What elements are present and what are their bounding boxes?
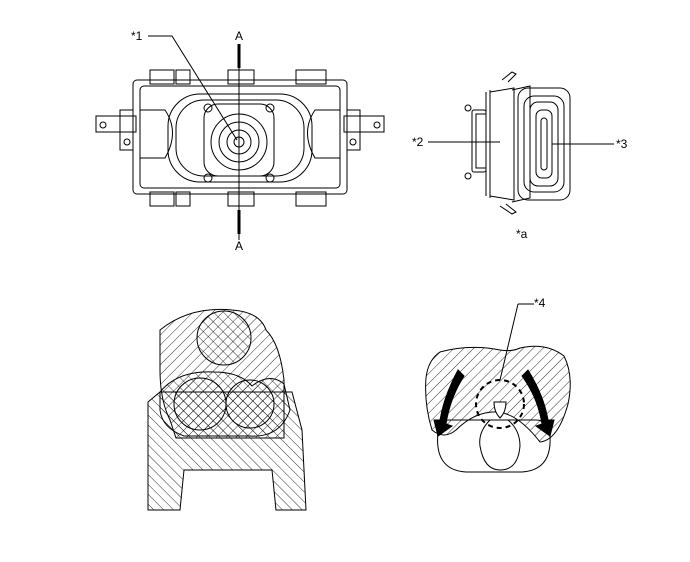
section-mark-top: A: [235, 29, 243, 43]
section-mark-bottom: A: [235, 239, 243, 253]
callout-4: *4: [534, 296, 546, 310]
airflow-figure: [425, 345, 571, 473]
cushion-top: [425, 345, 571, 443]
module-front-view: [95, 69, 385, 207]
flow-arrow-right: [521, 369, 555, 437]
callout-4-leader: [499, 303, 519, 381]
callout-3: *3: [616, 137, 628, 151]
right-mount-ear: [343, 115, 385, 133]
flow-arrow-left: [433, 369, 465, 437]
module-side-view: [464, 71, 571, 215]
callout-1: *1: [131, 29, 143, 43]
callout-1-leader: [148, 35, 238, 141]
lobe-left: [173, 377, 227, 431]
occupant-head: [196, 310, 252, 366]
label-a: *a: [516, 227, 528, 241]
module-housing: [132, 79, 348, 195]
callout-2: *2: [412, 135, 424, 149]
deployment-figure: [147, 308, 307, 511]
left-mount-ear: [95, 115, 137, 133]
lobe-right: [225, 379, 275, 429]
